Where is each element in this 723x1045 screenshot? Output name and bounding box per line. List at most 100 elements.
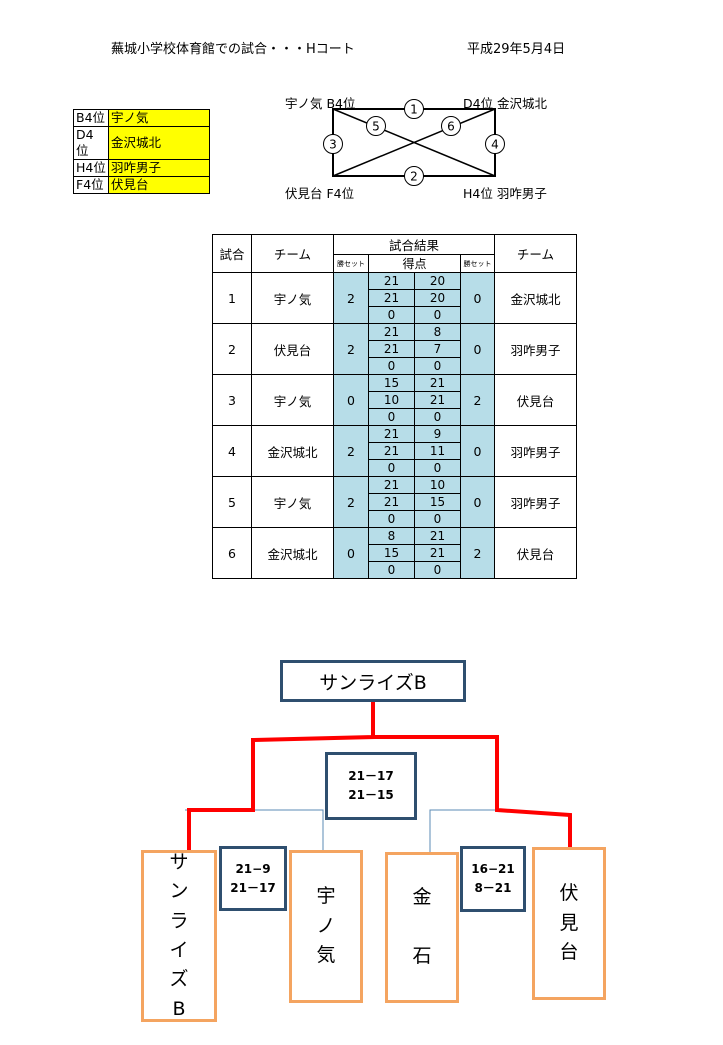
svg-text:4: 4 — [491, 138, 499, 152]
score-left: 21 — [368, 340, 415, 358]
champion-box: サンライズB — [280, 660, 466, 702]
score-right: 8 — [414, 323, 461, 341]
match-team-right: 伏見台 — [494, 527, 577, 579]
score-left: 15 — [368, 544, 415, 562]
match-number: 2 — [212, 323, 252, 375]
score-right: 21 — [414, 544, 461, 562]
score-left: 8 — [368, 527, 415, 545]
score-right: 20 — [414, 272, 461, 290]
score-right: 0 — [414, 561, 461, 579]
score-left: 0 — [368, 357, 415, 375]
match-sets-right: 0 — [460, 272, 495, 324]
score-left: 0 — [368, 408, 415, 426]
match-number: 1 — [212, 272, 252, 324]
round-robin-diagram: 1 2 3 4 5 6 — [323, 99, 505, 186]
match-circle-5: 5 — [366, 116, 386, 136]
svg-text:5: 5 — [372, 120, 380, 134]
match-sets-left: 2 — [333, 323, 369, 375]
header-result: 試合結果 — [333, 234, 495, 255]
match-circle-6: 6 — [441, 116, 461, 136]
match-team-right: 羽咋男子 — [494, 476, 577, 528]
score-right: 0 — [414, 459, 461, 477]
diagram-label-top-right: D4位 金沢城北 — [463, 96, 548, 111]
svg-text:3: 3 — [329, 138, 337, 152]
team-box-unoke: 宇 ノ 気 — [289, 850, 363, 1003]
svg-text:2: 2 — [410, 170, 418, 184]
match-team-left: 金沢城北 — [251, 425, 334, 477]
match-sets-right: 2 — [460, 527, 495, 579]
bracket-line — [429, 809, 497, 852]
score-left: 21 — [368, 425, 415, 443]
match-sets-left: 2 — [333, 425, 369, 477]
match-sets-right: 2 — [460, 374, 495, 426]
match-number: 6 — [212, 527, 252, 579]
score-right: 11 — [414, 442, 461, 460]
match-team-right: 金沢城北 — [494, 272, 577, 324]
match-team-left: 宇ノ気 — [251, 476, 334, 528]
seed-rank: D4位 — [73, 126, 109, 160]
score-left: 0 — [368, 561, 415, 579]
match-team-right: 羽咋男子 — [494, 425, 577, 477]
champion-name: サンライズB — [319, 671, 427, 694]
score-right: 21 — [414, 527, 461, 545]
score-right: 0 — [414, 510, 461, 528]
match-number: 4 — [212, 425, 252, 477]
score-right: 0 — [414, 408, 461, 426]
score-left: 21 — [368, 476, 415, 494]
semi-right-score-box: 16−21 8－21 — [460, 846, 526, 912]
semi-left-score-box: 21−9 21－17 — [219, 846, 287, 911]
score-left: 21 — [368, 493, 415, 511]
winner-path-right — [373, 735, 572, 847]
score-left: 21 — [368, 442, 415, 460]
match-sets-left: 0 — [333, 527, 369, 579]
svg-text:6: 6 — [447, 120, 455, 134]
score-left: 0 — [368, 459, 415, 477]
seed-row: B4位宇ノ気 — [73, 109, 210, 127]
match-circle-3: 3 — [323, 134, 343, 154]
team-box-fushimidai: 伏 見 台 — [532, 847, 606, 1000]
match-circle-2: 2 — [404, 166, 424, 186]
page-title: 蕪城小学校体育館での試合・・・Hコート — [111, 42, 355, 57]
score-right: 7 — [414, 340, 461, 358]
diagram-label-bottom-right: H4位 羽咋男子 — [463, 186, 547, 201]
seed-row: F4位伏見台 — [73, 176, 210, 194]
match-team-right: 羽咋男子 — [494, 323, 577, 375]
match-circle-1: 1 — [404, 99, 424, 119]
diagram-label-bottom-left: 伏見台 F4位 — [285, 186, 355, 201]
score-left: 0 — [368, 510, 415, 528]
diagram-label-top-left: 宇ノ気 B4位 — [285, 96, 356, 111]
match-circle-4: 4 — [485, 134, 505, 154]
team-box-kanaishi: 金 石 — [385, 852, 459, 1003]
svg-text:1: 1 — [410, 103, 418, 117]
seed-team: 伏見台 — [108, 176, 210, 194]
score-right: 0 — [414, 357, 461, 375]
seed-row: H4位羽咋男子 — [73, 159, 210, 177]
score-left: 0 — [368, 306, 415, 324]
seed-team: 宇ノ気 — [108, 109, 210, 127]
bracket-line — [253, 809, 324, 852]
date-label: 平成29年5月4日 — [467, 42, 566, 57]
match-team-left: 宇ノ気 — [251, 272, 334, 324]
match-sets-left: 0 — [333, 374, 369, 426]
score-left: 21 — [368, 289, 415, 307]
final-score-box: 21－17 21－15 — [325, 752, 417, 820]
score-right: 21 — [414, 374, 461, 392]
seed-team: 羽咋男子 — [108, 159, 210, 177]
diagram-diagonal — [332, 108, 496, 177]
